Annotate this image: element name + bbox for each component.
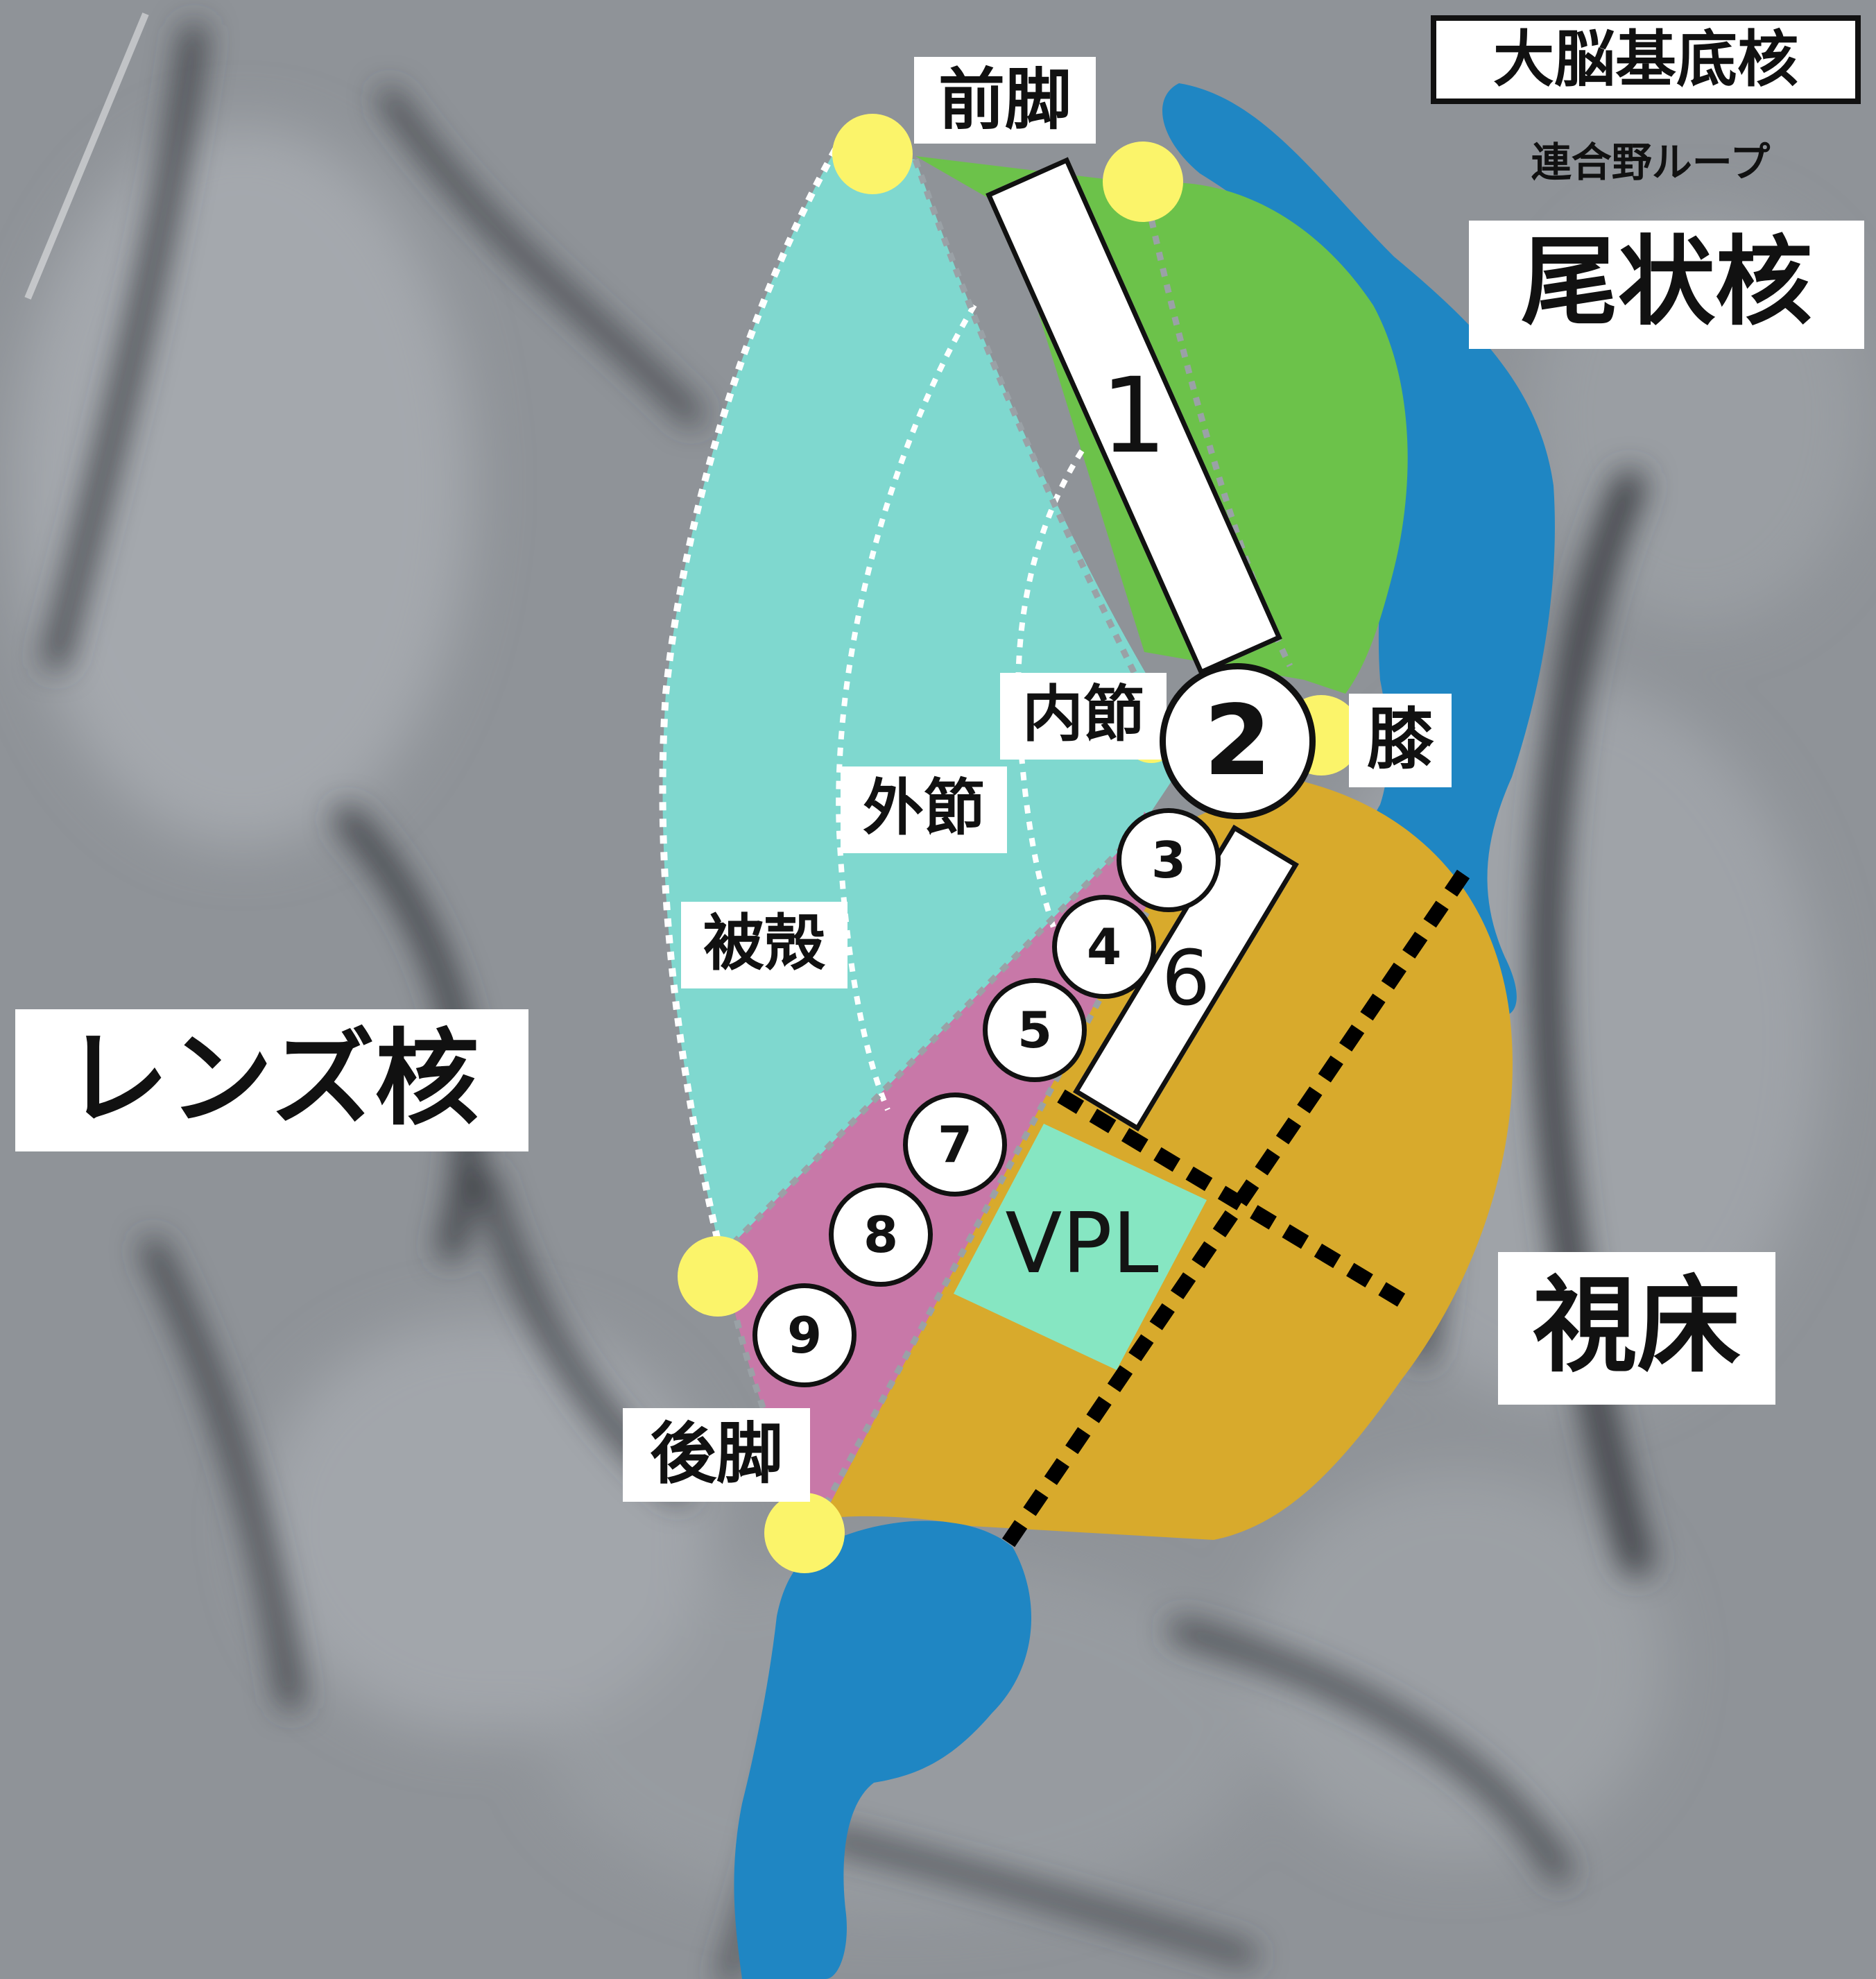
subtitle: 連合野ループ — [1531, 139, 1771, 186]
gpe-label: 外節 — [841, 766, 1007, 853]
marker-2: 2 — [1160, 663, 1316, 819]
ventricle-shape-lower — [734, 1520, 1032, 1979]
marker-9: 9 — [752, 1283, 857, 1387]
vpl-region — [954, 1124, 1207, 1370]
lentiform-label: レンズ核 — [15, 1009, 528, 1151]
marker-1-number: 1 — [1101, 356, 1167, 477]
landmark-anterior-right — [1103, 142, 1183, 222]
landmark-lentiform-tail — [678, 1236, 758, 1317]
anterior-limb-label: 前脚 — [914, 57, 1096, 144]
marker-4: 4 — [1052, 895, 1156, 999]
marker-3: 3 — [1117, 808, 1221, 912]
genu-label: 膝 — [1349, 694, 1452, 787]
caudate-label: 尾状核 — [1469, 221, 1864, 349]
posterior-limb-label: 後脚 — [623, 1408, 810, 1502]
thalamus-label: 視床 — [1498, 1252, 1775, 1405]
vpl-label: VPL — [1005, 1196, 1159, 1292]
gpi-label: 内節 — [1000, 673, 1167, 760]
landmark-posterior — [764, 1493, 845, 1573]
title-box: 大脳基底核 — [1431, 15, 1861, 104]
marker-6-number: 6 — [1162, 934, 1210, 1022]
marker-5: 5 — [983, 978, 1087, 1082]
marker-7: 7 — [903, 1093, 1007, 1197]
putamen-label: 被殻 — [681, 902, 847, 988]
marker-8: 8 — [829, 1183, 933, 1287]
ventricle-shape — [1162, 83, 1555, 1017]
landmark-anterior-left — [832, 114, 913, 194]
thalamic-dividers — [999, 869, 1470, 1552]
